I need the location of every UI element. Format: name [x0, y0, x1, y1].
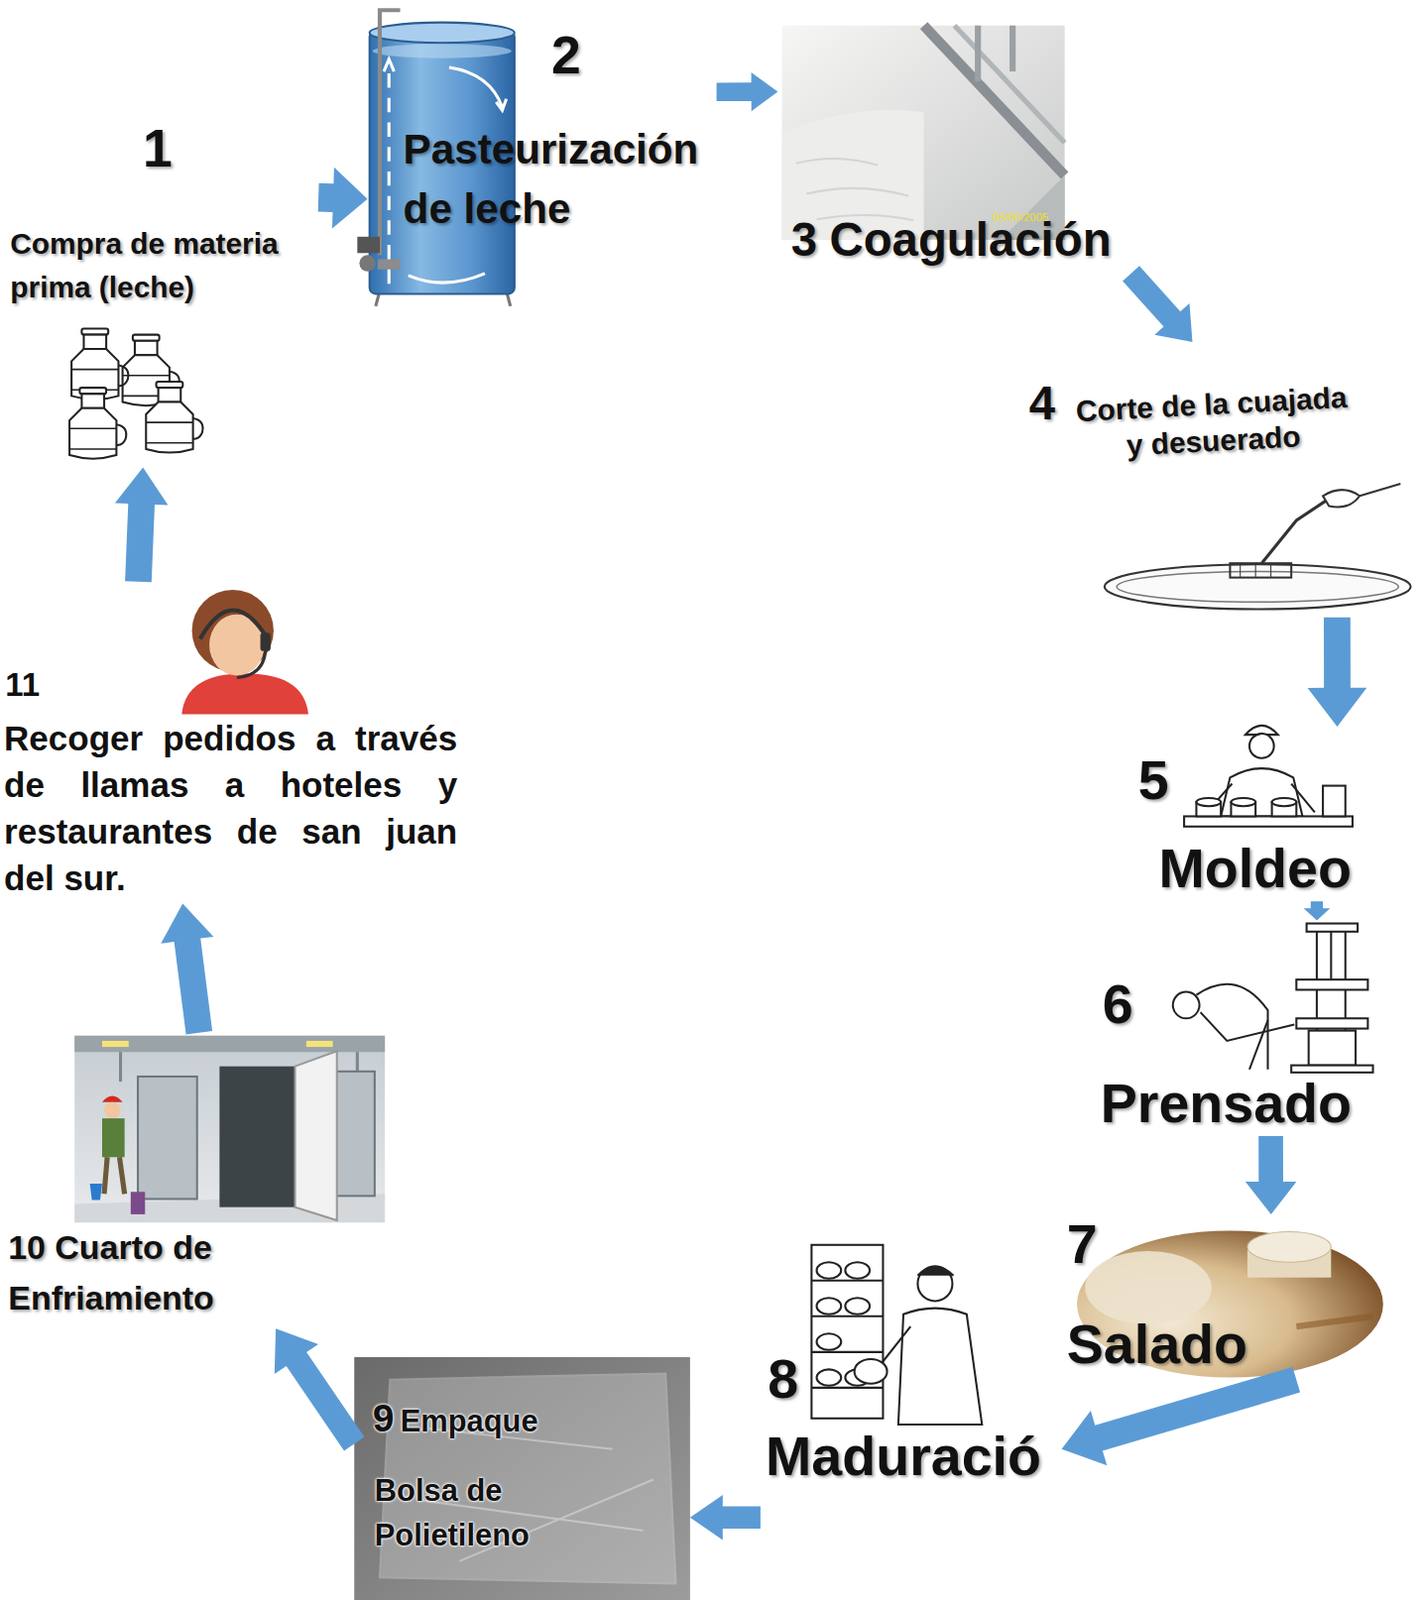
photo-datestamp: 05/06/2005 — [992, 211, 1050, 224]
step-number: 1 — [142, 118, 173, 178]
process-step: 7Salado — [1062, 1214, 1387, 1381]
step-label: Coagulación — [829, 213, 1111, 266]
flow-arrow — [160, 904, 214, 1036]
flow-arrow — [1307, 617, 1368, 727]
text-block: 7 — [1066, 1214, 1098, 1276]
step-label: Compra de materia prima (leche) — [9, 227, 278, 303]
molding-sketch — [1184, 725, 1353, 828]
text-block: 5 — [1138, 750, 1170, 812]
flow-arrow — [1245, 1136, 1298, 1215]
step-label: Bolsa de Polietileno — [374, 1473, 530, 1553]
step-label: Corte de la cuajada y desuerado — [1074, 380, 1348, 463]
text-block: 2 — [551, 26, 582, 86]
pressing-sketch — [1173, 924, 1374, 1073]
process-step: 9EmpaqueBolsa de Polietileno — [354, 1357, 691, 1599]
flow-arrow — [274, 1328, 365, 1451]
step-number: 7 — [1066, 1213, 1098, 1276]
step-number: 2 — [551, 25, 582, 85]
process-step: 6Prensado — [1091, 921, 1373, 1138]
text-block: 3Coagulación — [791, 214, 1112, 266]
cold-room-picture — [74, 1036, 385, 1223]
operator-icon — [181, 590, 309, 715]
process-step: 3Coagulación — [777, 22, 1138, 274]
process-step: 11Recoger pedidos a través de llamas a h… — [1, 582, 460, 905]
step-number: 4 — [1029, 376, 1056, 430]
flow-arrow — [115, 468, 168, 584]
step-number: 3 — [791, 213, 818, 266]
text-block: Pasteurización de leche — [403, 119, 715, 237]
text-block: 8 — [767, 1349, 799, 1411]
flow-arrow — [318, 167, 368, 230]
text-block: Compra de materia prima (leche) — [9, 222, 317, 309]
text-block: 1 — [142, 119, 173, 179]
text-block: Prensado — [1100, 1073, 1352, 1135]
step-number: 9 — [372, 1397, 395, 1440]
text-block: 11 — [4, 665, 40, 706]
packaging-photo — [354, 1357, 691, 1600]
ripening-sketch — [811, 1245, 982, 1425]
text-block: Salado — [1066, 1314, 1248, 1376]
process-step: 8Maduració — [760, 1237, 1063, 1532]
process-step: 5Moldeo — [1133, 726, 1374, 902]
step-label: Recoger pedidos a través de llamas a hot… — [3, 718, 458, 899]
step-number: 6 — [1102, 973, 1134, 1036]
text-block: Corte de la cuajada y desuerado — [1065, 377, 1360, 468]
text-block: Moldeo — [1158, 838, 1352, 900]
curd-cutting-sketch — [1104, 483, 1412, 610]
step-number: 5 — [1138, 749, 1170, 812]
text-block: 9Empaque — [372, 1396, 539, 1443]
process-step: 1Compra de materia prima (leche) — [4, 119, 319, 468]
flow-arrow — [1303, 901, 1331, 921]
coagulation-photo — [782, 25, 1066, 240]
text-block: 4 — [1029, 377, 1056, 430]
text-block: Bolsa de Polietileno — [374, 1469, 580, 1559]
flow-arrow — [716, 72, 779, 112]
process-step: 2Pasteurización de leche — [367, 7, 717, 309]
flow-arrow — [690, 1495, 761, 1541]
text-block: Maduració — [765, 1426, 1042, 1488]
flow-arrow — [1062, 1367, 1302, 1466]
step-label: Empaque — [400, 1404, 539, 1439]
step-number: 11 — [4, 666, 40, 704]
text-block: 10Cuarto de Enfriamiento — [7, 1222, 258, 1324]
process-step: 4 Corte de la cuajada y desuerado — [1026, 342, 1418, 618]
step-label: Prensado — [1100, 1072, 1352, 1135]
text-block: Recoger pedidos a través de llamas a hot… — [3, 714, 458, 903]
step-number: 10 — [7, 1228, 46, 1267]
step-label: Salado — [1066, 1313, 1248, 1376]
text-block: 6 — [1102, 974, 1134, 1036]
step-label: Pasteurización de leche — [403, 125, 700, 232]
milk-cans — [69, 328, 203, 459]
flow-arrow — [1122, 265, 1192, 343]
label-holder: 05/06/2005 — [992, 207, 1050, 226]
step-label: Maduració — [765, 1425, 1042, 1488]
step-label: Moldeo — [1158, 837, 1352, 900]
process-step: 10Cuarto de Enfriamiento — [4, 1033, 388, 1330]
step-number: 8 — [767, 1348, 799, 1411]
